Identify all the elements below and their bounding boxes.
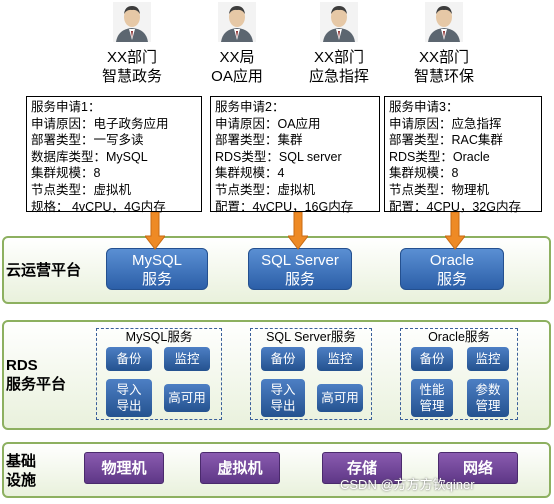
user-dept: XX部门 — [313, 49, 364, 66]
sqlserver-service-group: SQL Server服务 备份 监控 导入 导出 高可用 — [250, 328, 372, 420]
import-export-button[interactable]: 导入 导出 — [261, 379, 305, 417]
request-line: 服务申请2： — [215, 100, 285, 114]
request-line: 节点类型：物理机 — [389, 182, 490, 197]
oracle-service-group: Oracle服务 备份 监控 性能 管理 参数 管理 — [400, 328, 518, 420]
request-line: 申请原因：OA应用 — [215, 116, 321, 131]
monitor-button[interactable]: 监控 — [317, 347, 363, 371]
oracle-service-button[interactable]: Oracle 服务 — [400, 248, 504, 290]
user-label-oa: XX局 OA应用 — [191, 48, 283, 86]
physical-machine-button[interactable]: 物理机 — [84, 452, 164, 484]
service-name: SQL Server — [261, 252, 339, 269]
down-arrow-icon — [445, 212, 465, 250]
mysql-service-button[interactable]: MySQL 服务 — [106, 248, 208, 290]
request-line: 规格： 4vCPU，4G内存 — [31, 199, 166, 214]
user-avatar-icon — [425, 2, 463, 42]
infra-title-line: 设施 — [6, 472, 37, 489]
backup-button[interactable]: 备份 — [411, 347, 453, 371]
request-line: 节点类型：虚拟机 — [31, 182, 132, 197]
request-line: RDS类型：SQL server — [215, 149, 342, 164]
service-request-1: 服务申请1： 申请原因：电子政务应用 部署类型：一写多读 数据库类型：MySQL… — [26, 96, 202, 214]
cloud-panel-title: 云运营平台 — [6, 262, 82, 279]
high-availability-button[interactable]: 高可用 — [317, 384, 363, 412]
request-line: 配置：4CPU，32G内存 — [389, 199, 521, 214]
backup-button[interactable]: 备份 — [261, 347, 305, 371]
service-request-2: 服务申请2： 申请原因：OA应用 部署类型：集群 RDS类型：SQL serve… — [210, 96, 380, 214]
user-dept: XX部门 — [418, 49, 469, 66]
backup-button[interactable]: 备份 — [106, 347, 152, 371]
request-line: 集群规模：8 — [31, 166, 101, 181]
group-title: SQL Server服务 — [266, 330, 356, 344]
virtual-machine-button[interactable]: 虚拟机 — [200, 452, 280, 484]
infra-panel-title: 基础 设施 — [6, 452, 36, 490]
request-line: 配置：4vCPU，16G内存 — [215, 199, 354, 214]
monitor-button[interactable]: 监控 — [467, 347, 509, 371]
high-availability-button[interactable]: 高可用 — [164, 384, 210, 412]
user-label-smart-gov: XX部门 智慧政务 — [86, 48, 178, 86]
user-avatar-icon — [218, 2, 256, 42]
mysql-service-group: MySQL服务 备份 监控 导入 导出 高可用 — [96, 328, 222, 420]
service-name: Oracle — [429, 252, 475, 269]
request-line: 数据库类型：MySQL — [31, 149, 148, 164]
request-line: 申请原因：应急指挥 — [389, 116, 502, 131]
rds-title-line: 服务平台 — [6, 376, 67, 393]
request-line: 部署类型：一写多读 — [31, 133, 144, 148]
request-line: 节点类型：虚拟机 — [215, 182, 316, 197]
group-title: MySQL服务 — [125, 330, 193, 344]
infra-title-line: 基础 — [6, 453, 37, 470]
request-line: 集群规模：4 — [215, 166, 285, 181]
service-suffix: 服务 — [141, 271, 172, 288]
group-title: Oracle服务 — [428, 330, 490, 344]
user-label-env: XX部门 智慧环保 — [398, 48, 490, 86]
rds-panel-title: RDS 服务平台 — [6, 356, 66, 394]
import-export-button[interactable]: 导入 导出 — [106, 379, 152, 417]
down-arrow-icon — [145, 212, 165, 250]
rds-title-line: RDS — [6, 357, 38, 374]
user-app: OA应用 — [211, 68, 263, 85]
network-button[interactable]: 网络 — [438, 452, 518, 484]
service-name: MySQL — [131, 252, 182, 269]
storage-button[interactable]: 存储 — [322, 452, 402, 484]
user-app: 智慧环保 — [413, 68, 474, 85]
service-suffix: 服务 — [284, 271, 315, 288]
user-app: 智慧政务 — [101, 68, 162, 85]
request-line: 服务申请1： — [31, 100, 101, 114]
csdn-watermark: CSDN @方方方钦qiner — [340, 477, 475, 492]
request-line: 部署类型：集群 — [215, 133, 303, 148]
user-label-emergency: XX部门 应急指挥 — [293, 48, 385, 86]
request-line: 部署类型：RAC集群 — [389, 133, 503, 148]
service-request-3: 服务申请3： 申请原因：应急指挥 部署类型：RAC集群 RDS类型：Oracle… — [384, 96, 542, 214]
monitor-button[interactable]: 监控 — [164, 347, 210, 371]
request-line: 服务申请3： — [389, 100, 459, 114]
request-line: 集群规模：8 — [389, 166, 459, 181]
request-line: RDS类型：Oracle — [389, 149, 490, 164]
user-app: 应急指挥 — [308, 68, 369, 85]
user-avatar-icon — [113, 2, 151, 42]
parameter-management-button[interactable]: 参数 管理 — [467, 379, 509, 417]
user-dept: XX局 — [219, 49, 255, 66]
performance-management-button[interactable]: 性能 管理 — [411, 379, 453, 417]
sqlserver-service-button[interactable]: SQL Server 服务 — [248, 248, 352, 290]
request-line: 申请原因：电子政务应用 — [31, 116, 169, 131]
user-avatar-icon — [320, 2, 358, 42]
service-suffix: 服务 — [436, 271, 467, 288]
user-dept: XX部门 — [106, 49, 157, 66]
down-arrow-icon — [288, 212, 308, 250]
